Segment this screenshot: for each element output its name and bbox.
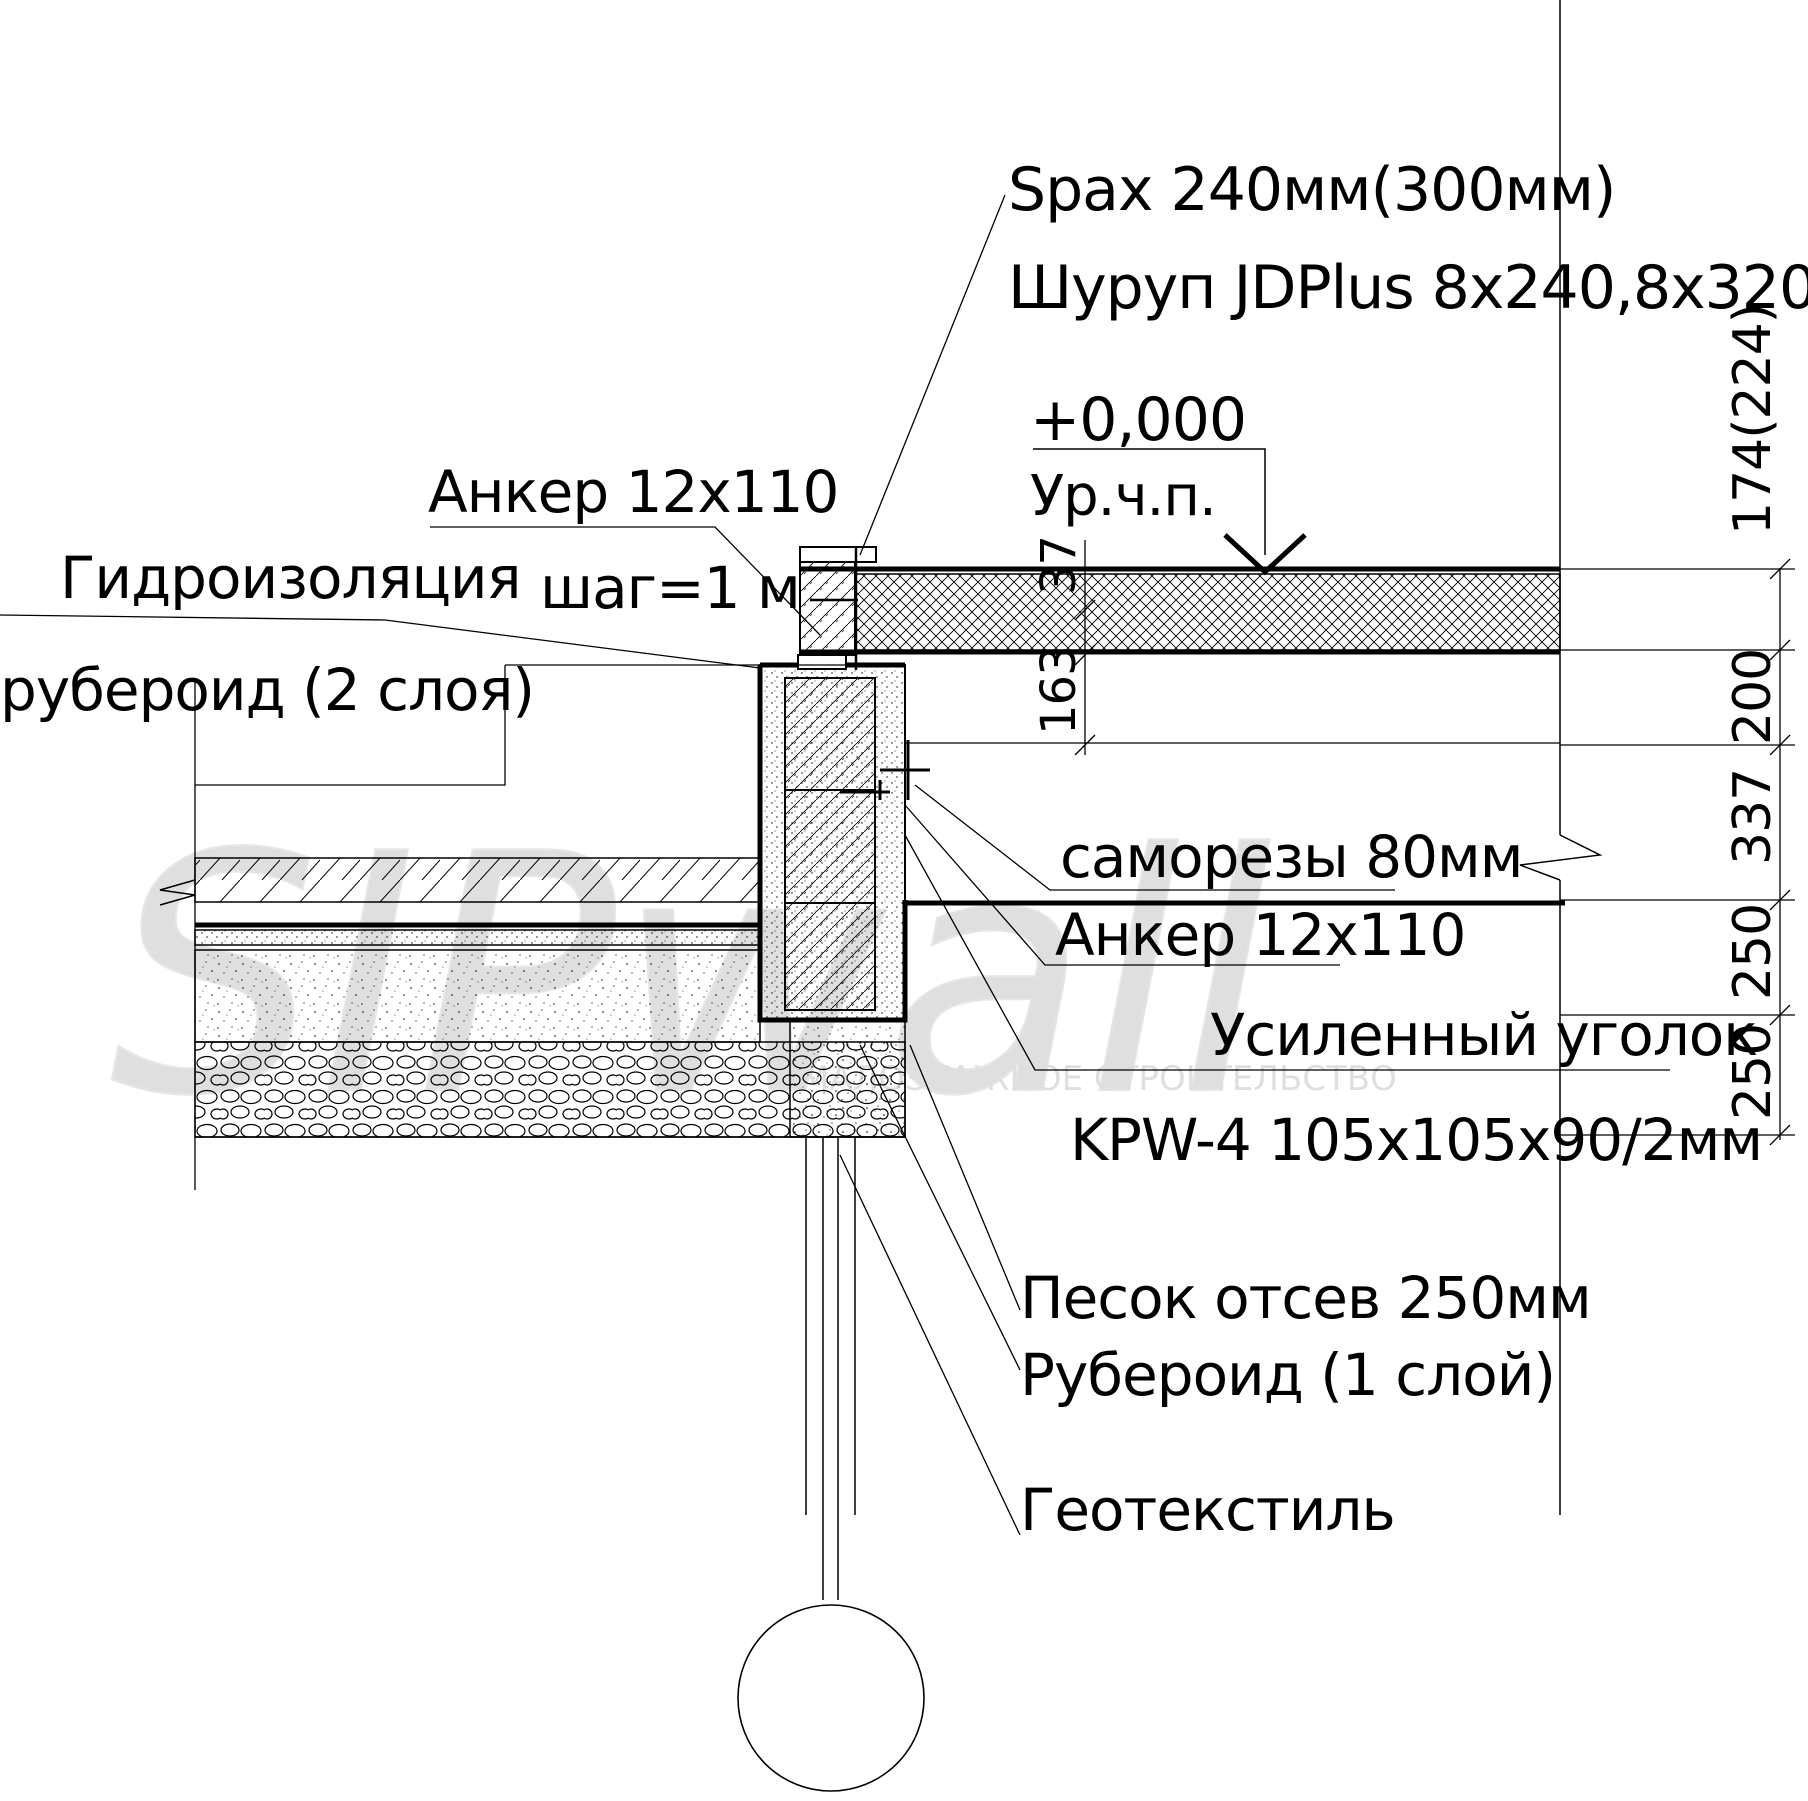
sand-under-beam xyxy=(789,1019,906,1138)
floor-layers-left xyxy=(159,857,906,1138)
label-waterproofing: Гидроизоляция xyxy=(60,544,521,612)
label-level-name: Ур.ч.п. xyxy=(1030,464,1216,529)
label-roofing-one-layer: Рубероид (1 слой) xyxy=(1020,1341,1555,1409)
dim-337: 337 xyxy=(1723,769,1783,865)
strapping-beam xyxy=(757,654,908,1023)
spax-screw xyxy=(810,548,858,670)
label-screw-jdplus: Шуруп JDPlus 8x240,8x320 xyxy=(1008,253,1808,323)
label-spax: Spax 240мм(300мм) xyxy=(1008,155,1615,225)
label-reinforced-angle: Усиленный уголок xyxy=(1210,1001,1757,1069)
angle-bracket xyxy=(902,900,1565,908)
waterproofing-strip xyxy=(194,929,761,946)
label-geotextile: Геотекстиль xyxy=(1020,1476,1395,1544)
wall-break-line xyxy=(1519,0,1603,1515)
floor-panel-edge-board xyxy=(799,559,856,656)
dim-163: 163 xyxy=(1031,646,1087,735)
label-level-value: +0,000 xyxy=(1030,385,1246,455)
label-anchor-bottom: Анкер 12x110 xyxy=(1055,901,1465,969)
dim-250-upper: 250 xyxy=(1723,904,1783,1000)
floor-panel-top-cap xyxy=(799,546,877,563)
right-dimension-chain xyxy=(1560,558,1795,1146)
beam-inner-board xyxy=(784,677,876,1011)
floor-level-marker xyxy=(1033,448,1307,576)
right-dimension-labels: 174(224) 200 337 250 250 xyxy=(1723,304,1783,1120)
dim-37: 37 xyxy=(1031,536,1087,595)
self-tapping-screws xyxy=(840,740,930,800)
annotations: Spax 240мм(300мм) Шуруп JDPlus 8x240,8x3… xyxy=(0,155,1808,1544)
floor-panel-insulation xyxy=(854,573,1561,651)
label-roofing-two-layers: рубероид (2 слоя) xyxy=(0,656,534,724)
gravel-layer xyxy=(194,1041,906,1138)
dim-200: 200 xyxy=(1723,649,1783,745)
label-sand: Песок отсев 250мм xyxy=(1020,1264,1591,1332)
label-self-tapping-screws: саморезы 80мм xyxy=(1060,823,1523,891)
pile-column xyxy=(737,1137,925,1792)
leader-lines xyxy=(0,194,1670,1536)
dim-250-lower: 250 xyxy=(1723,1024,1783,1120)
sand-layer xyxy=(194,949,761,1043)
dim-174-224: 174(224) xyxy=(1723,304,1783,535)
floor-panel xyxy=(799,546,1561,656)
label-anchor-top: Анкер 12x110 xyxy=(428,458,838,526)
pile-section-circle xyxy=(737,1604,925,1792)
label-angle-spec: KPW-4 105x105x90/2мм xyxy=(1070,1106,1762,1174)
label-anchor-step: шаг=1 м xyxy=(540,554,800,622)
screed-slab xyxy=(194,857,761,903)
